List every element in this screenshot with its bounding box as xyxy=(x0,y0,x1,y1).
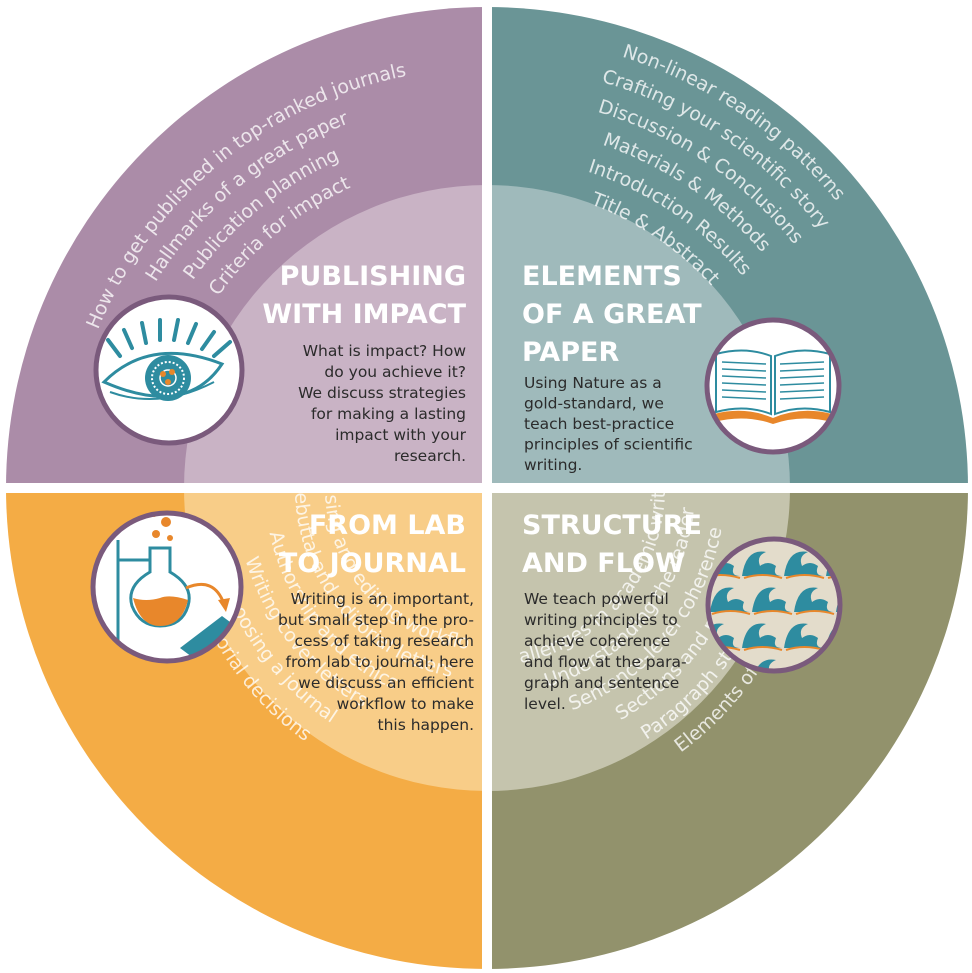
description-line-publishing-2: We discuss strategies xyxy=(298,384,466,402)
description-line-lab-0: Writing is an important, xyxy=(291,590,474,608)
title-line-lab-1: TO JOURNAL xyxy=(279,548,466,579)
description-line-publishing-3: for making a lasting xyxy=(311,405,466,423)
description-line-structure-4: graph and sentence xyxy=(524,674,679,692)
inner-lab xyxy=(184,488,487,791)
description-line-structure-0: We teach powerful xyxy=(524,590,669,608)
title-line-elements-1: OF A GREAT xyxy=(522,299,702,330)
description-line-elements-4: writing. xyxy=(524,456,582,474)
title-line-elements-2: PAPER xyxy=(522,337,619,368)
eye-icon xyxy=(93,294,245,446)
description-line-publishing-0: What is impact? How xyxy=(303,342,467,360)
inner-publishing xyxy=(184,185,487,488)
description-lab: Writing is an important, but small step i… xyxy=(278,590,474,734)
description-line-elements-2: teach best-practice xyxy=(524,415,674,433)
description-line-structure-2: achieve coherence xyxy=(524,632,670,650)
description-line-structure-5: level. xyxy=(524,695,566,713)
title-line-publishing-0: PUBLISHING xyxy=(280,261,466,292)
open-book-icon xyxy=(704,317,842,455)
title-lab: FROM LAB TO JOURNAL xyxy=(279,510,466,579)
description-line-publishing-4: impact with your xyxy=(335,426,467,444)
description-line-elements-0: Using Nature as a xyxy=(524,374,662,392)
title-line-elements-0: ELEMENTS xyxy=(522,261,682,292)
description-line-lab-2: cess of taking research xyxy=(294,632,474,650)
description-line-elements-3: principles of scientific xyxy=(524,436,693,454)
title-structure: STRUCTURE AND FLOW xyxy=(522,510,702,579)
waves-icon xyxy=(705,536,843,674)
title-line-publishing-1: WITH IMPACT xyxy=(262,299,466,330)
description-line-lab-4: we discuss an efficient xyxy=(298,674,474,692)
description-line-lab-6: this happen. xyxy=(378,716,475,734)
title-line-structure-1: AND FLOW xyxy=(522,548,685,579)
description-line-publishing-5: research. xyxy=(394,447,466,465)
title-elements: ELEMENTS OF A GREAT PAPER xyxy=(522,261,702,368)
description-publishing: What is impact? How do you achieve it? We … xyxy=(298,342,467,465)
title-line-structure-0: STRUCTURE xyxy=(522,510,702,541)
flask-icon xyxy=(90,510,244,664)
description-line-structure-3: and flow at the para- xyxy=(524,653,687,671)
divider-horizontal xyxy=(0,483,972,493)
title-line-lab-0: FROM LAB xyxy=(309,510,466,541)
description-line-lab-5: workflow to make xyxy=(337,695,474,713)
inner-structure xyxy=(487,488,790,791)
description-line-publishing-1: do you achieve it? xyxy=(324,363,466,381)
description-line-lab-3: from lab to journal; here xyxy=(286,653,474,671)
description-line-structure-1: writing principles to xyxy=(524,611,678,629)
description-line-elements-1: gold-standard, we xyxy=(524,395,664,413)
description-structure: We teach powerful writing principles to ac… xyxy=(524,590,687,713)
description-line-lab-1: but small step in the pro- xyxy=(278,611,474,629)
inner-circle xyxy=(184,185,790,791)
description-elements: Using Nature as a gold-standard, we teach … xyxy=(524,374,693,474)
title-publishing: PUBLISHING WITH IMPACT xyxy=(262,261,466,330)
